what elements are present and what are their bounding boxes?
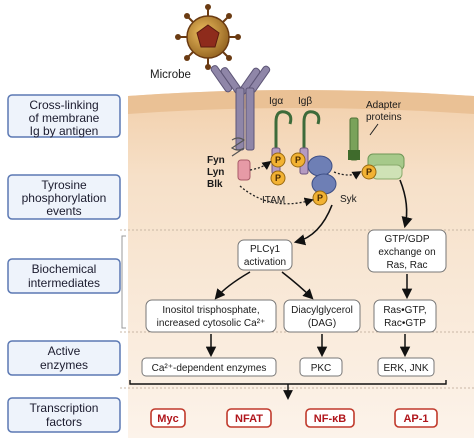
gtp-line2: exchange on	[378, 247, 435, 258]
tf-ap1-box	[394, 408, 438, 428]
ip3-calcium-box	[145, 299, 277, 333]
stage-transcription-line1: Transcription	[30, 401, 99, 415]
converging-bracket	[129, 380, 447, 400]
arrow-syk-to-plc	[293, 204, 333, 246]
src-kinase-body	[237, 159, 251, 181]
dag-box	[283, 299, 361, 333]
tf-myc: Myc	[157, 413, 178, 425]
ig-alpha-label: Igα	[269, 96, 283, 107]
kinase-lyn: Lyn	[207, 167, 224, 178]
stage-crosslinking-line1: Cross-linking	[29, 98, 98, 112]
plasma-membrane	[128, 90, 474, 114]
arrow-adapter-to-gtp	[399, 179, 413, 229]
gtp-line3: Ras, Rac	[386, 260, 427, 271]
stage-biochemical-line1: Biochemical	[32, 262, 97, 276]
phospho-label-syk: P	[317, 193, 323, 203]
kinase-activation-arrows	[239, 160, 362, 207]
dag-line1: Diacylglycerol	[291, 305, 353, 316]
erk-jnk-box	[377, 357, 435, 377]
phospho-label-2: P	[295, 155, 301, 165]
src-kinase-helix	[230, 137, 246, 157]
plc-activation-box	[237, 239, 293, 271]
ig-alpha-beta-heterodimer	[274, 110, 321, 150]
tf-nfkb: NF-κB	[314, 413, 346, 425]
kinase-blk: Blk	[207, 179, 223, 190]
kinase-fyn: Fyn	[207, 155, 225, 166]
ras-gtp-box	[373, 299, 437, 333]
microbe-label: Microbe	[150, 69, 191, 81]
arrow-plc-to-dag	[281, 271, 314, 300]
stage-pill-transcription	[7, 397, 121, 433]
biochemical-bracket	[121, 235, 126, 329]
plc-line2: activation	[244, 257, 286, 268]
adapter-proteins: P	[348, 117, 405, 180]
arrow-plc-to-ip3	[214, 271, 251, 300]
plc-line1: PLCγ1	[250, 244, 280, 255]
stage-biochemical-line2: intermediates	[28, 276, 100, 290]
stage-tyrosine-line2: phosphorylation	[22, 191, 107, 205]
stage-transcription-line2: factors	[46, 415, 82, 429]
stage-active-line2: enzymes	[40, 358, 88, 372]
pkc-box	[299, 357, 343, 377]
ca-enzymes-label: Ca²⁺-dependent enzymes	[152, 363, 267, 374]
syk-kinase: P	[307, 155, 337, 206]
adapter-label-line1: Adapter	[366, 100, 402, 111]
adapter-label-line2: proteins	[366, 112, 402, 123]
ca-dependent-enzymes-box	[141, 357, 277, 377]
adapter-pointer	[369, 123, 379, 136]
dag-line2: (DAG)	[308, 318, 336, 329]
stage-tyrosine-line1: Tyrosine	[41, 178, 87, 192]
ras-line1: Ras•GTP,	[383, 305, 426, 316]
phospho-label-1: P	[275, 155, 281, 165]
syk-label: Syk	[340, 194, 358, 205]
gtp-line1: GTP/GDP	[384, 234, 429, 245]
stage-tyrosine-line3: events	[46, 204, 81, 218]
itam-phospho-sites: P P P	[270, 152, 306, 186]
stage-pill-active	[7, 340, 121, 376]
stage-crosslinking-line3: Ig by antigen	[30, 124, 99, 138]
stage-active-line1: Active	[48, 344, 81, 358]
stage-crosslinking-line2: of membrane	[29, 111, 100, 125]
ip3-line2: increased cytosolic Ca²⁺	[157, 318, 266, 329]
ig-beta-label: Igβ	[298, 96, 312, 107]
stage-pill-crosslinking	[7, 94, 121, 138]
phospho-label-adapter: P	[366, 167, 372, 177]
tf-myc-box	[150, 408, 186, 428]
tf-nfkb-box	[305, 408, 355, 428]
tf-ap1: AP-1	[403, 413, 428, 425]
membrane-ig-receptor	[210, 65, 271, 151]
pkc-label: PKC	[311, 363, 332, 374]
phospho-label-3: P	[275, 173, 281, 183]
stage-labels: Cross-linking of membrane Ig by antigen …	[7, 94, 121, 433]
ras-line2: Rac•GTP	[384, 318, 426, 329]
stage-pill-biochemical	[7, 258, 121, 294]
itam-label: ITAM	[262, 195, 285, 206]
stage-pill-tyrosine	[7, 174, 121, 220]
tf-nfat-box	[226, 408, 272, 428]
tf-nfat: NFAT	[235, 413, 263, 425]
ip3-line1: Inositol trisphosphate,	[162, 305, 259, 316]
gtp-exchange-box	[367, 229, 447, 273]
microbe-icon	[175, 4, 241, 70]
erk-label: ERK, JNK	[383, 363, 428, 374]
